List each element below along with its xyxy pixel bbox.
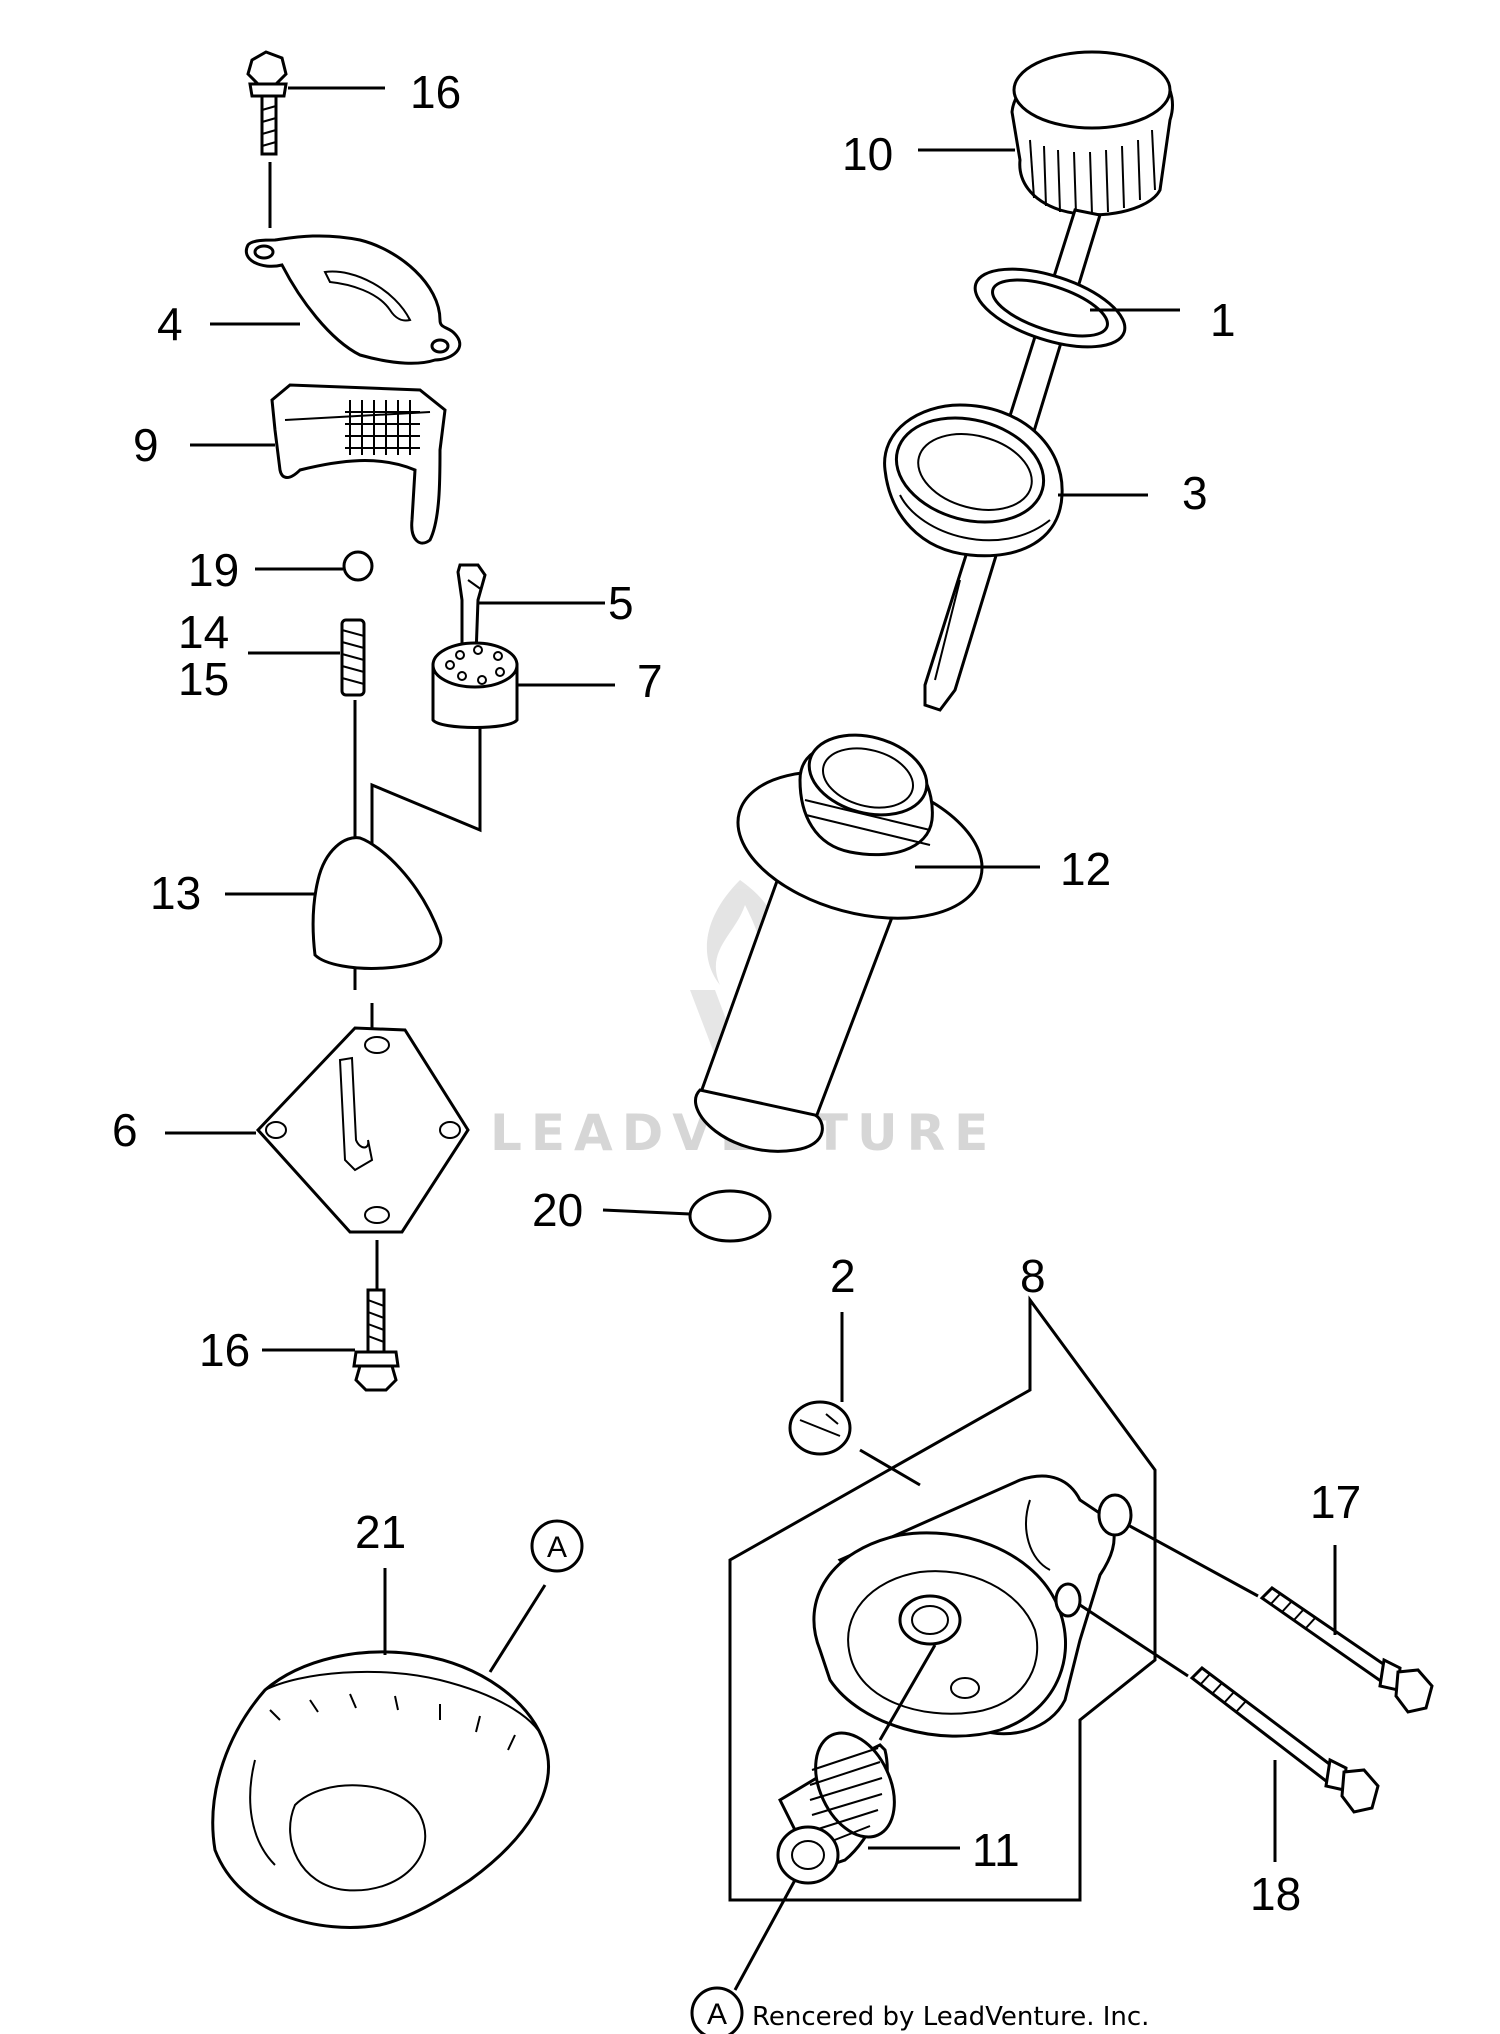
part-ball-19 — [342, 550, 374, 582]
label-4: 4 — [157, 298, 183, 350]
part-bolt-17 — [1259, 1586, 1434, 1714]
axis-17-housing — [1127, 1523, 1259, 1598]
label-3: 3 — [1182, 467, 1208, 519]
part-dipstick-cap-10 — [1010, 50, 1174, 217]
label-17: 17 — [1310, 1476, 1361, 1528]
part-housing-13 — [311, 836, 443, 970]
axis-18-housing — [1079, 1603, 1189, 1678]
part-number-labels: 16 4 9 19 14 15 5 7 13 6 16 10 1 3 12 20… — [112, 66, 1361, 1920]
part-strainer-9 — [270, 383, 447, 545]
axis-2-housing — [859, 1448, 921, 1487]
label-10: 10 — [842, 128, 893, 180]
label-13: 13 — [150, 867, 201, 919]
credit-text: Rencered by LeadVenture. Inc. — [752, 2002, 1149, 2032]
strainer-mesh — [345, 400, 420, 455]
label-21: 21 — [355, 1506, 406, 1558]
label-15: 15 — [178, 653, 229, 705]
marker-a-upper-label: A — [547, 1531, 567, 1564]
leader-marker-a-upper — [488, 1584, 547, 1673]
label-16-bottom: 16 — [199, 1324, 250, 1376]
part-seal-3 — [883, 403, 1064, 558]
part-bolt-16-top — [246, 50, 288, 156]
label-6: 6 — [112, 1104, 138, 1156]
part-o-ring-1 — [973, 267, 1127, 349]
part-o-ring-20 — [688, 1189, 772, 1243]
marker-a-upper: A — [530, 1519, 584, 1573]
label-19: 19 — [188, 544, 239, 596]
label-2: 2 — [830, 1250, 856, 1302]
part-filler-tube-12 — [694, 733, 984, 1153]
label-5: 5 — [608, 577, 634, 629]
label-9: 9 — [133, 419, 159, 471]
marker-a-lower-label: A — [707, 1998, 727, 2031]
part-plug-2 — [788, 1400, 852, 1456]
part-cover-6 — [255, 1026, 470, 1234]
label-20: 20 — [532, 1184, 583, 1236]
part-nipple-11 — [776, 1731, 896, 1885]
label-11: 11 — [972, 1824, 1020, 1876]
part-spring-14-15 — [340, 618, 366, 697]
part-bolt-18 — [1189, 1666, 1380, 1814]
label-14: 14 — [178, 606, 229, 658]
label-16-top: 16 — [410, 66, 461, 118]
label-18: 18 — [1250, 1868, 1301, 1920]
leader-20 — [602, 1208, 691, 1216]
leader-marker-a-lower — [733, 1879, 797, 1991]
part-rotor-7 — [431, 641, 519, 729]
part-oil-filter-21 — [211, 1650, 550, 1929]
part-filter-housing-8 — [812, 1474, 1133, 1738]
part-bolt-16-bottom — [352, 1288, 400, 1392]
label-8: 8 — [1020, 1250, 1046, 1302]
cap-knurling — [1029, 129, 1156, 215]
label-1: 1 — [1210, 294, 1236, 346]
part-shaft-5 — [456, 563, 487, 657]
part-bracket-4 — [244, 234, 462, 365]
label-7: 7 — [637, 655, 663, 707]
label-12: 12 — [1060, 843, 1111, 895]
leader-8-outline — [728, 1295, 1157, 1902]
marker-a-lower: A — [690, 1986, 744, 2034]
axis-11-housing — [878, 1644, 937, 1741]
